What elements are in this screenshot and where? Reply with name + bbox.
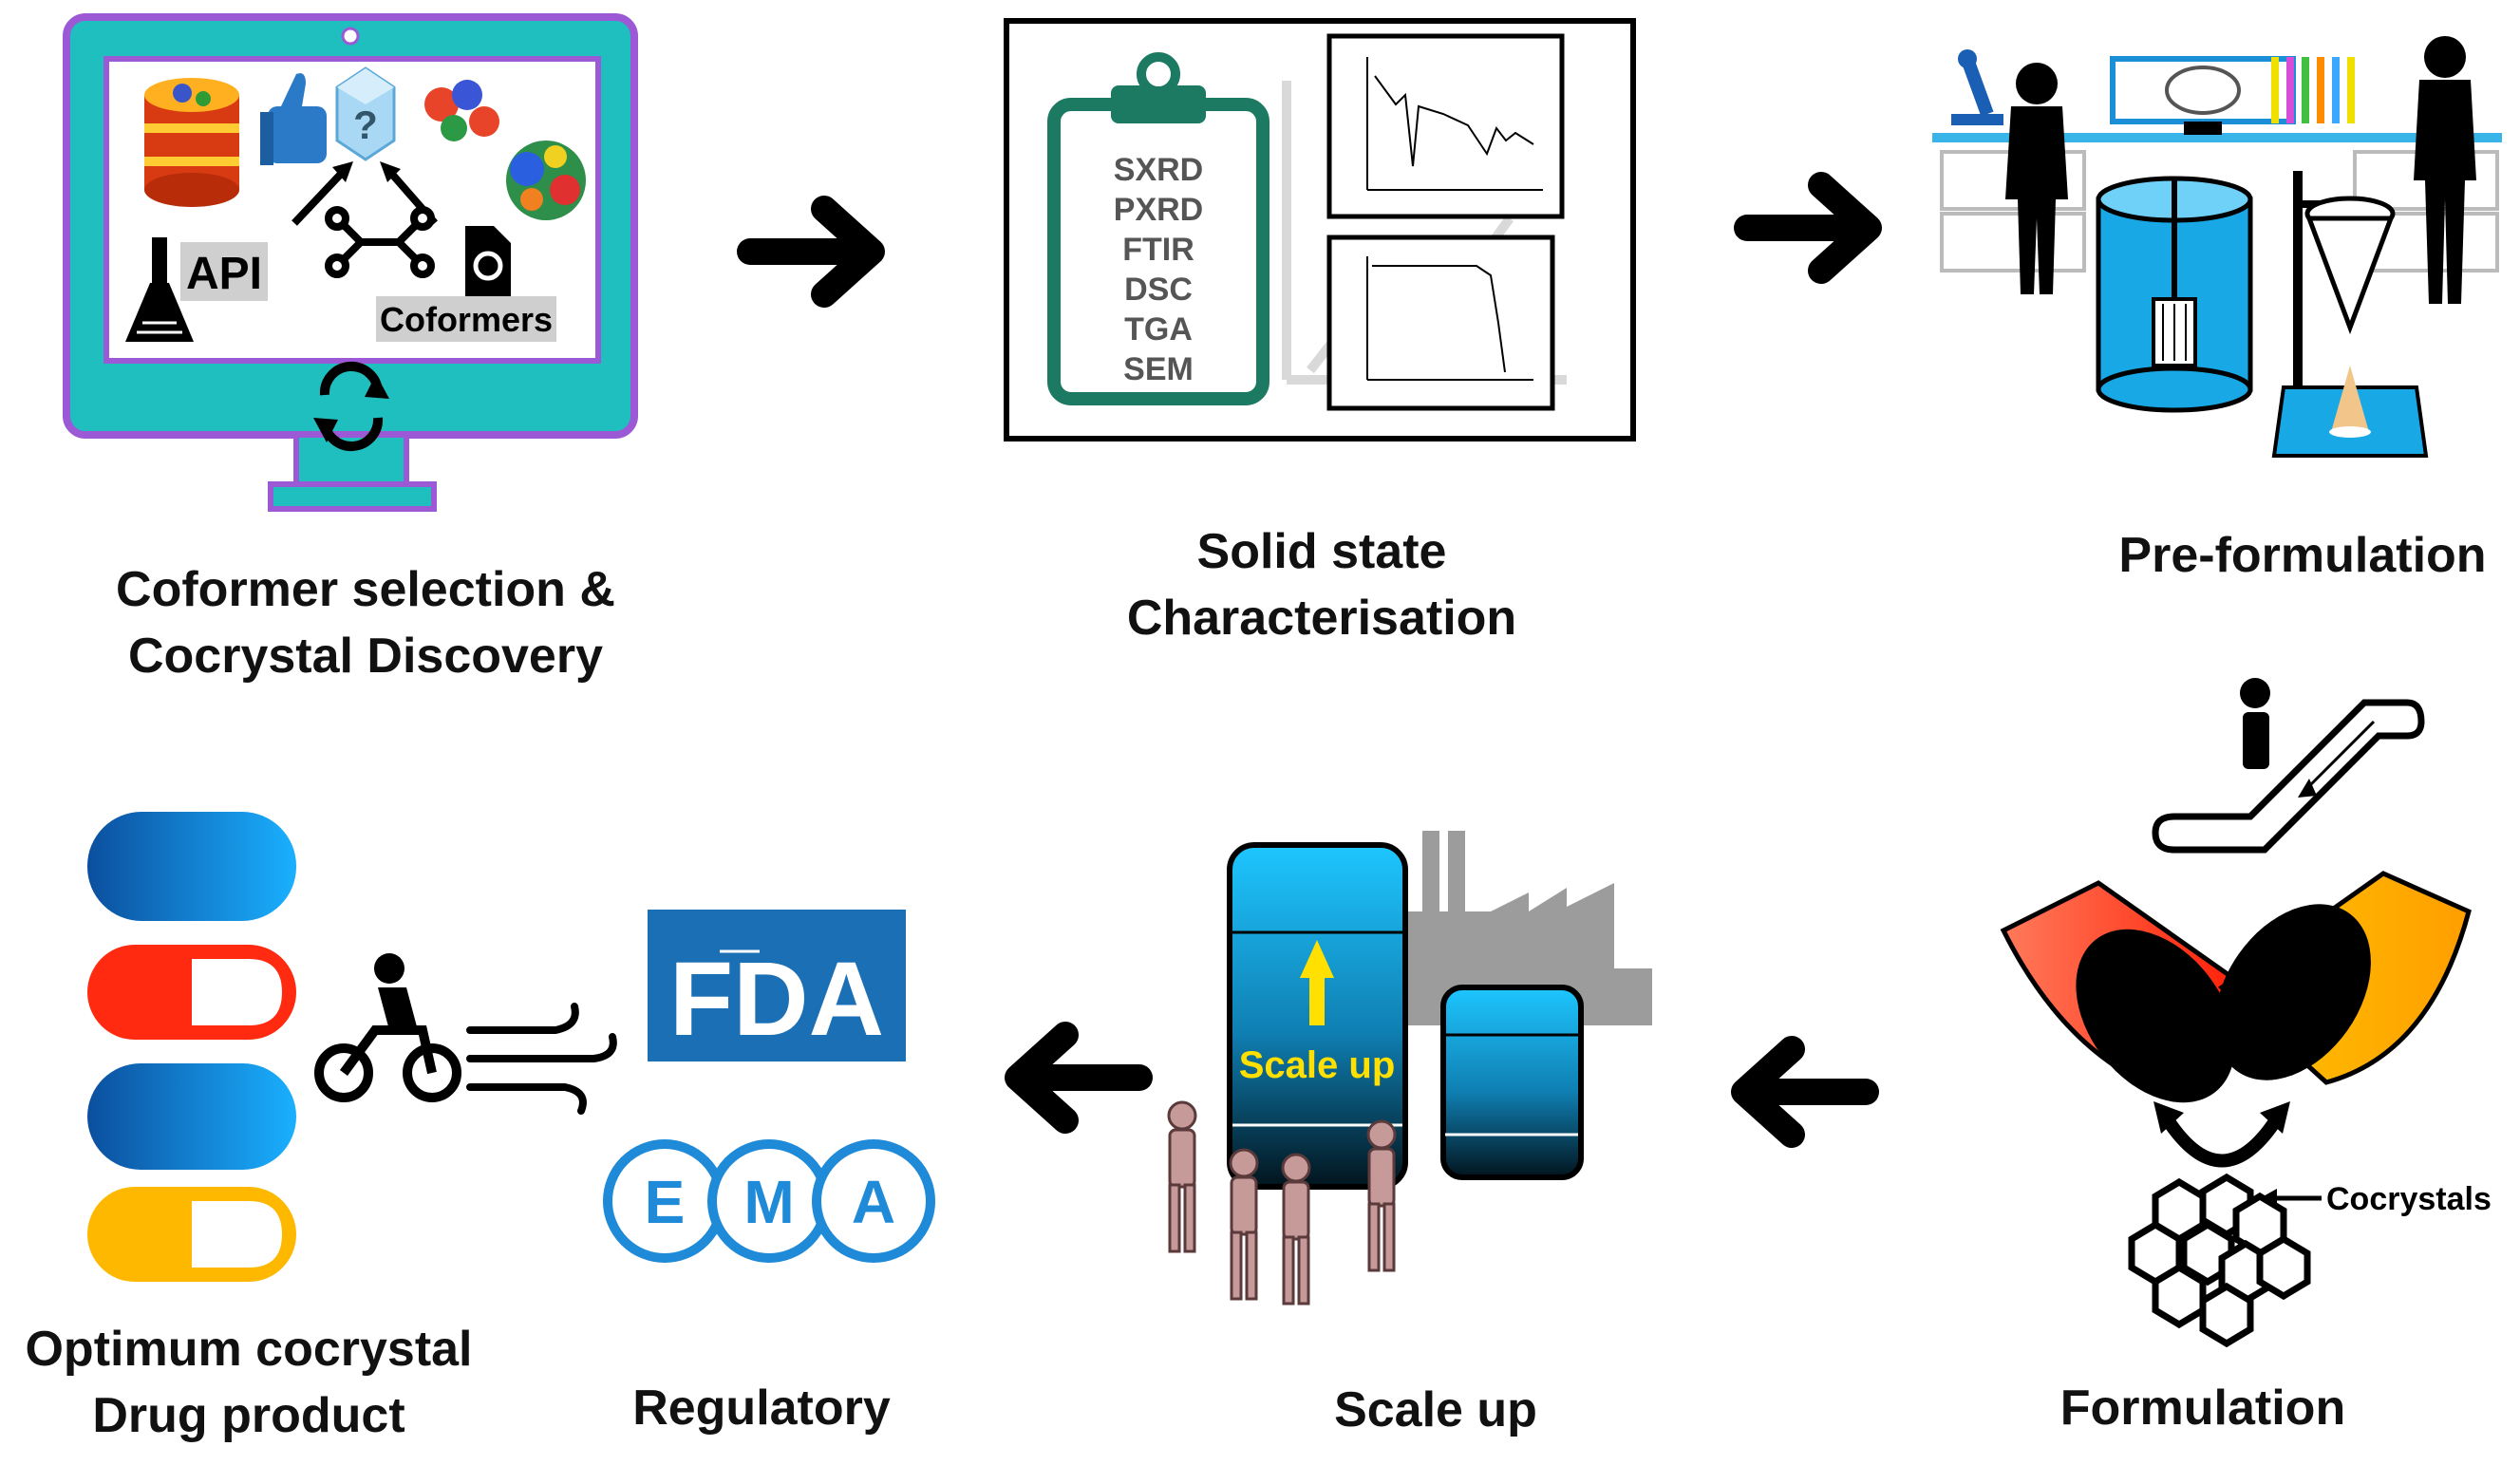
scaleup-caption: Scale up (1334, 1382, 1537, 1437)
spectrum-plot-icon (1326, 33, 1565, 219)
discovery-caption-line2: Cocrystal Discovery (128, 629, 603, 684)
unknown-mark: ? (353, 103, 378, 147)
document-icon (465, 226, 511, 296)
preformulation-panel (1932, 36, 2502, 458)
arrow-icon (291, 168, 347, 226)
scientist-silhouette (2005, 63, 2068, 294)
regulatory-caption: Regulatory (632, 1381, 891, 1436)
characterisation-caption-line2: Characterisation (1127, 591, 1516, 646)
formulation-caption: Formulation (2060, 1381, 2345, 1436)
thumbs-up-icon (260, 73, 327, 165)
scientist-silhouette (2414, 36, 2476, 304)
ema-logo: E M A (603, 1139, 935, 1263)
thermal-plot-icon (1326, 235, 1555, 411)
capsule-blue (87, 812, 296, 921)
flow-arrow-left-2 (1005, 1022, 1153, 1134)
speed-wind-icon (466, 1003, 617, 1115)
discovery-caption-line1: Coformer selection & (116, 562, 615, 617)
product-panel (87, 812, 617, 1282)
dissolution-vessel-icon (2096, 176, 2253, 413)
protein-surface-icon (506, 141, 586, 220)
product-caption-line1: Optimum cocrystal (25, 1322, 472, 1377)
molecule-model-icon (424, 80, 499, 141)
technique-item: PXRD (1114, 192, 1203, 228)
petri-dish-display-icon (2110, 56, 2296, 135)
reactor-tank-small (1440, 985, 1584, 1180)
database-icon (144, 78, 239, 207)
scaleup-tank-label: Scale up (1239, 1044, 1396, 1086)
product-caption-line2: Drug product (92, 1388, 404, 1443)
scaleup-panel: Scale up (1167, 831, 1652, 1306)
technique-item: DSC (1124, 272, 1193, 308)
molecule-bond-icon (325, 206, 435, 278)
cocrystals-label: Cocrystals (2326, 1181, 2492, 1217)
flow-arrow-right-2 (1734, 172, 1882, 284)
discovery-panel: ? (63, 13, 638, 512)
coformers-label: Coformers (380, 300, 553, 339)
escalator-icon (2152, 678, 2425, 854)
technique-list: SXRD PXRD FTIR DSC TGA SEM (1114, 152, 1203, 387)
motorcycle-rider-icon (314, 953, 461, 1102)
ema-letter: M (743, 1168, 794, 1236)
flow-arrow-right-1 (737, 196, 885, 308)
reactor-tank-large: Scale up (1227, 842, 1408, 1190)
formulation-panel: Cocrystals (2000, 678, 2492, 1348)
flow-arrow-left-1 (1731, 1036, 1879, 1148)
capsule-half-yellow (2215, 871, 2472, 1085)
api-label: API (186, 249, 262, 299)
webcam-icon (341, 27, 360, 46)
characterisation-caption-line1: Solid state (1197, 524, 1447, 579)
characterisation-panel: SXRD PXRD FTIR DSC TGA SEM (1004, 18, 1636, 441)
clipboard-icon (1047, 52, 1269, 405)
capsule-yellow-white (87, 1187, 296, 1282)
monitor-base (268, 481, 437, 512)
fda-logo (648, 910, 906, 1061)
technique-item: SXRD (1114, 152, 1203, 188)
cocrystal-cluster-icon (2128, 1173, 2311, 1348)
capsule-red-white (87, 945, 296, 1040)
preformulation-caption: Pre-formulation (2118, 528, 2486, 583)
technique-item: FTIR (1122, 232, 1194, 268)
ema-letter: A (852, 1168, 895, 1236)
powder-flow-funnel-icon (2271, 171, 2429, 458)
test-tubes-icon (2271, 57, 2355, 123)
capsule-half-red (2000, 880, 2264, 1103)
technique-item: TGA (1124, 311, 1193, 348)
workers-group-icon (1167, 1100, 1397, 1306)
fda-text: FDA (669, 941, 884, 1058)
flask-icon (125, 237, 194, 342)
technique-item: SEM (1123, 351, 1194, 387)
ema-letter: E (645, 1168, 686, 1236)
curved-double-arrow-icon (2159, 1112, 2285, 1168)
crystal-icon: ? (335, 66, 396, 161)
microscope-icon (1951, 49, 2003, 125)
regulatory-panel: FDA E M A (603, 910, 935, 1263)
capsule-blue (87, 1063, 296, 1170)
